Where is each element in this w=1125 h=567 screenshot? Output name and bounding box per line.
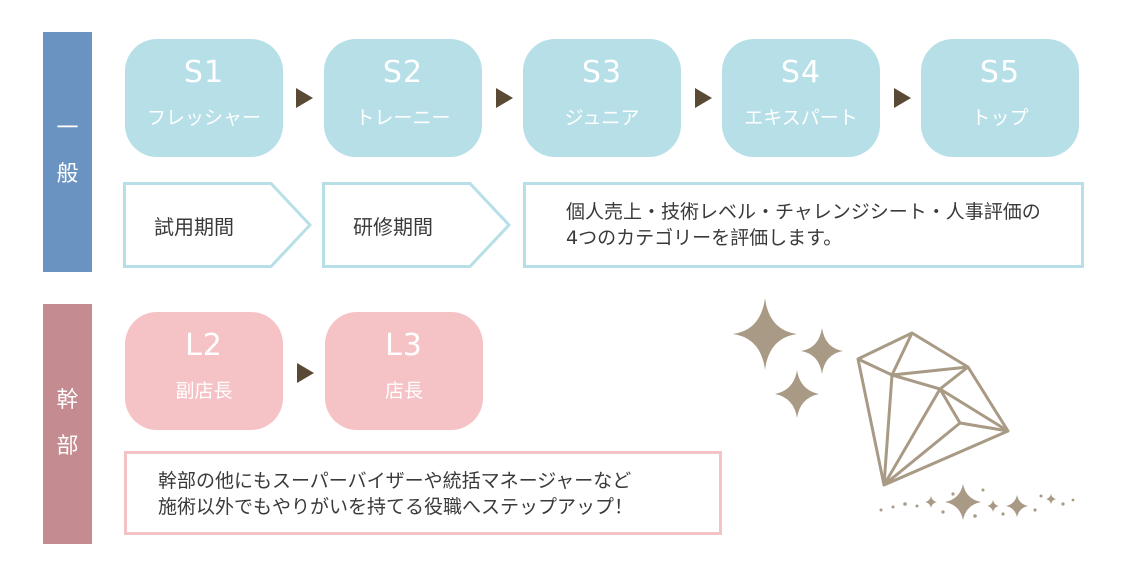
- sparkle-dust-icon: [879, 484, 1075, 520]
- stage-name: トップ: [971, 107, 1029, 129]
- stage-s3: S3 ジュニア: [523, 39, 681, 157]
- stage-code: L3: [385, 328, 423, 363]
- general-evaluation-note: 個人売上・技術レベル・チャレンジシート・人事評価の 4つのカテゴリーを評価します…: [523, 182, 1084, 268]
- note-line: 個人売上・技術レベル・チャレンジシート・人事評価の: [566, 201, 1041, 223]
- stage-s2: S2 トレーニー: [324, 39, 482, 157]
- arrow-right-icon: [496, 88, 513, 108]
- stage-l3: L3 店長: [325, 312, 483, 430]
- stage-code: L2: [185, 328, 223, 363]
- period-label: 研修期間: [353, 214, 433, 239]
- stage-s1: S1 フレッシャー: [125, 39, 283, 157]
- general-label-char-2: 般: [56, 162, 79, 187]
- general-track-label: 一 般: [43, 32, 92, 272]
- stage-name: 副店長: [175, 380, 233, 402]
- note-line: 幹部の他にもスーパーバイザーや統括マネージャーなど: [158, 470, 632, 492]
- stage-code: S2: [382, 55, 424, 90]
- stage-name: エキスパート: [744, 107, 858, 129]
- stage-code: S3: [581, 55, 623, 90]
- arrow-right-icon: [894, 88, 911, 108]
- stage-name: 店長: [384, 380, 423, 402]
- executive-career-note: 幹部の他にもスーパーバイザーや統括マネージャーなど 施術以外でもやりがいを持てる…: [124, 451, 722, 535]
- executive-track-label: 幹 部: [43, 304, 92, 544]
- chevron-box-outline: [123, 182, 312, 268]
- diamond-icon: [856, 331, 1010, 487]
- executive-label-char-1: 幹: [56, 388, 79, 413]
- stage-code: S4: [780, 55, 822, 90]
- stage-code: S5: [979, 55, 1021, 90]
- stage-name: フレッシャー: [146, 107, 261, 129]
- sparkle-icon: [733, 298, 843, 418]
- stage-s4: S4 エキスパート: [722, 39, 880, 157]
- stage-name: ジュニア: [564, 107, 640, 129]
- period-label: 試用期間: [154, 214, 234, 239]
- arrow-right-icon: [695, 88, 712, 108]
- note-line: 施術以外でもやりがいを持てる役職へステップアップ！: [158, 496, 634, 518]
- chevron-box-outline: [322, 182, 511, 268]
- note-line: 4つのカテゴリーを評価します。: [566, 227, 843, 249]
- period-training: 研修期間: [322, 182, 511, 268]
- executive-label-char-2: 部: [56, 434, 79, 459]
- period-trial: 試用期間: [123, 182, 312, 268]
- stage-l2: L2 副店長: [125, 312, 283, 430]
- stage-s5: S5 トップ: [921, 39, 1079, 157]
- arrow-right-icon: [296, 88, 313, 108]
- arrow-right-icon: [297, 363, 314, 383]
- stage-name: トレーニー: [355, 107, 451, 129]
- general-label-char-1: 一: [56, 116, 79, 141]
- stage-code: S1: [183, 55, 225, 90]
